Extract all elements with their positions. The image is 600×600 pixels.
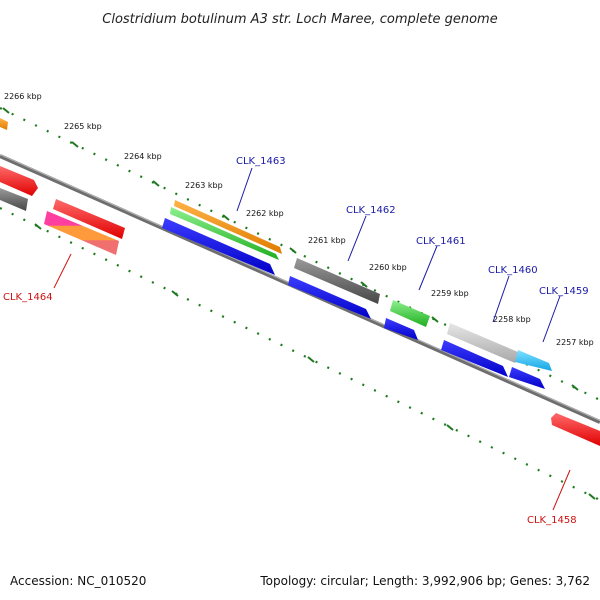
tick-label: 2265 kbp bbox=[64, 122, 102, 131]
reverse-features bbox=[0, 166, 600, 446]
gene-label-clk-1463[interactable]: CLK_1463 bbox=[236, 156, 286, 167]
tick-label: 2261 kbp bbox=[308, 236, 346, 245]
gene-blue bbox=[288, 276, 371, 319]
gene-blue bbox=[162, 218, 275, 275]
gene-label-clk-1464[interactable]: CLK_1464 bbox=[3, 292, 53, 303]
tick-label: 2260 kbp bbox=[369, 263, 407, 272]
tick-row-outer bbox=[0, 107, 600, 501]
genome-summary: Topology: circular; Length: 3,992,906 bp… bbox=[260, 574, 590, 588]
gene-red bbox=[0, 166, 38, 196]
gene-label-clk-1460[interactable]: CLK_1460 bbox=[488, 265, 538, 276]
gene-label-clk-1461[interactable]: CLK_1461 bbox=[416, 236, 466, 247]
gene-cyan bbox=[515, 350, 552, 371]
accession-text: Accession: NC_010520 bbox=[10, 574, 147, 588]
tick-label: 2263 kbp bbox=[185, 181, 223, 190]
gene-leaders bbox=[53, 167, 571, 511]
gene-dark-gray bbox=[294, 258, 380, 304]
gene-green bbox=[170, 207, 279, 260]
gene-dark-gray bbox=[0, 188, 28, 211]
gene-stripe bbox=[44, 211, 119, 255]
tick-label: 2262 kbp bbox=[246, 209, 284, 218]
gene-blue bbox=[509, 367, 545, 389]
gene-green bbox=[390, 300, 430, 327]
gene-orange bbox=[174, 200, 282, 254]
tick-label: 2264 kbp bbox=[124, 152, 162, 161]
tick-label: 2257 kbp bbox=[556, 338, 594, 347]
gene-label-clk-1462[interactable]: CLK_1462 bbox=[346, 205, 396, 216]
tick-label: 2258 kbp bbox=[493, 315, 531, 324]
map-title: Clostridium botulinum A3 str. Loch Maree… bbox=[102, 12, 497, 27]
gene-red bbox=[53, 199, 125, 239]
forward-features bbox=[0, 118, 552, 389]
gene-blue bbox=[441, 340, 508, 377]
tick-label: 2259 kbp bbox=[431, 289, 469, 298]
gene-orange bbox=[0, 118, 8, 130]
tick-label: 2266 kbp bbox=[4, 92, 42, 101]
gene-blue bbox=[384, 318, 418, 340]
gene-red bbox=[551, 413, 600, 446]
gene-label-clk-1458[interactable]: CLK_1458 bbox=[527, 515, 577, 526]
gene-label-clk-1459[interactable]: CLK_1459 bbox=[539, 286, 589, 297]
tick-row-major bbox=[2, 107, 596, 500]
gene-light-gray bbox=[447, 323, 518, 363]
